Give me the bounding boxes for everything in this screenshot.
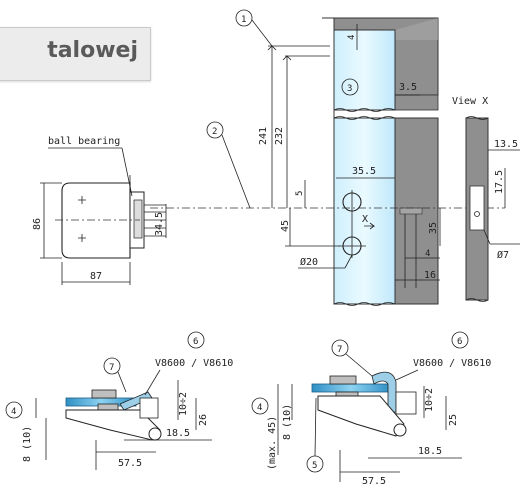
code-left: V8600 / V8610 xyxy=(155,358,233,369)
dim-8-10-right: 8 (10) xyxy=(282,404,293,440)
callout-6-right: 6 xyxy=(457,337,462,347)
dim-4-mid: 4 xyxy=(425,249,430,259)
hinge-plate xyxy=(55,175,166,259)
callout-2: 2 xyxy=(212,127,217,137)
dim-25: 25 xyxy=(448,414,459,426)
dim-4-top: 4 xyxy=(347,35,357,40)
dim-max-45: (max. 45) xyxy=(267,416,278,470)
glass-panel xyxy=(333,29,396,306)
dim-13-5: 13.5 xyxy=(494,139,518,150)
callout-4-left: 4 xyxy=(11,407,16,417)
callout-3: 3 xyxy=(347,84,352,94)
dim-10-2-left: 10÷2 xyxy=(178,392,189,416)
dim-16: 16 xyxy=(424,270,436,281)
section-left xyxy=(65,389,162,441)
callout-7-left: 7 xyxy=(109,363,114,373)
banner-text: talowej xyxy=(47,38,138,63)
dim-35-5: 35.5 xyxy=(352,166,376,177)
ball-bearing-label: ball bearing xyxy=(48,136,120,147)
callout-6-left: 6 xyxy=(193,337,198,347)
callout-1: 1 xyxy=(241,15,246,25)
callout-5: 5 xyxy=(312,461,317,471)
callout-4-right: 4 xyxy=(257,403,262,413)
dim-17-5: 17.5 xyxy=(494,170,505,194)
dim-8-10-left: 8 (10) xyxy=(22,426,33,462)
callout-7-right: 7 xyxy=(337,345,342,355)
section-right xyxy=(311,371,417,437)
dim-57-5-left: 57.5 xyxy=(118,458,142,469)
title-banner: talowej xyxy=(0,27,151,81)
dim-35: 35 xyxy=(428,222,439,234)
dim-241: 241 xyxy=(258,127,269,145)
dim-diam-20: Ø20 xyxy=(300,256,318,268)
dim-diam-7: Ø7 xyxy=(497,249,509,261)
view-marker-x: X xyxy=(362,214,368,225)
dim-87: 87 xyxy=(90,271,102,282)
dim-18-5-left: 18.5 xyxy=(166,428,190,439)
dim-10-2-right: 10÷2 xyxy=(424,388,435,412)
dim-3-5: 3.5 xyxy=(399,82,417,93)
dim-34-5: 34.5 xyxy=(154,212,165,236)
code-right: V8600 / V8610 xyxy=(413,358,491,369)
dim-26: 26 xyxy=(198,414,209,426)
dim-57-5-right: 57.5 xyxy=(362,476,386,487)
view-x-label: View X xyxy=(452,96,488,107)
dim-5: 5 xyxy=(295,191,305,196)
dim-45: 45 xyxy=(280,220,291,232)
dim-86: 86 xyxy=(32,218,43,230)
dim-18-5-right: 18.5 xyxy=(418,446,442,457)
dim-232: 232 xyxy=(274,127,285,145)
